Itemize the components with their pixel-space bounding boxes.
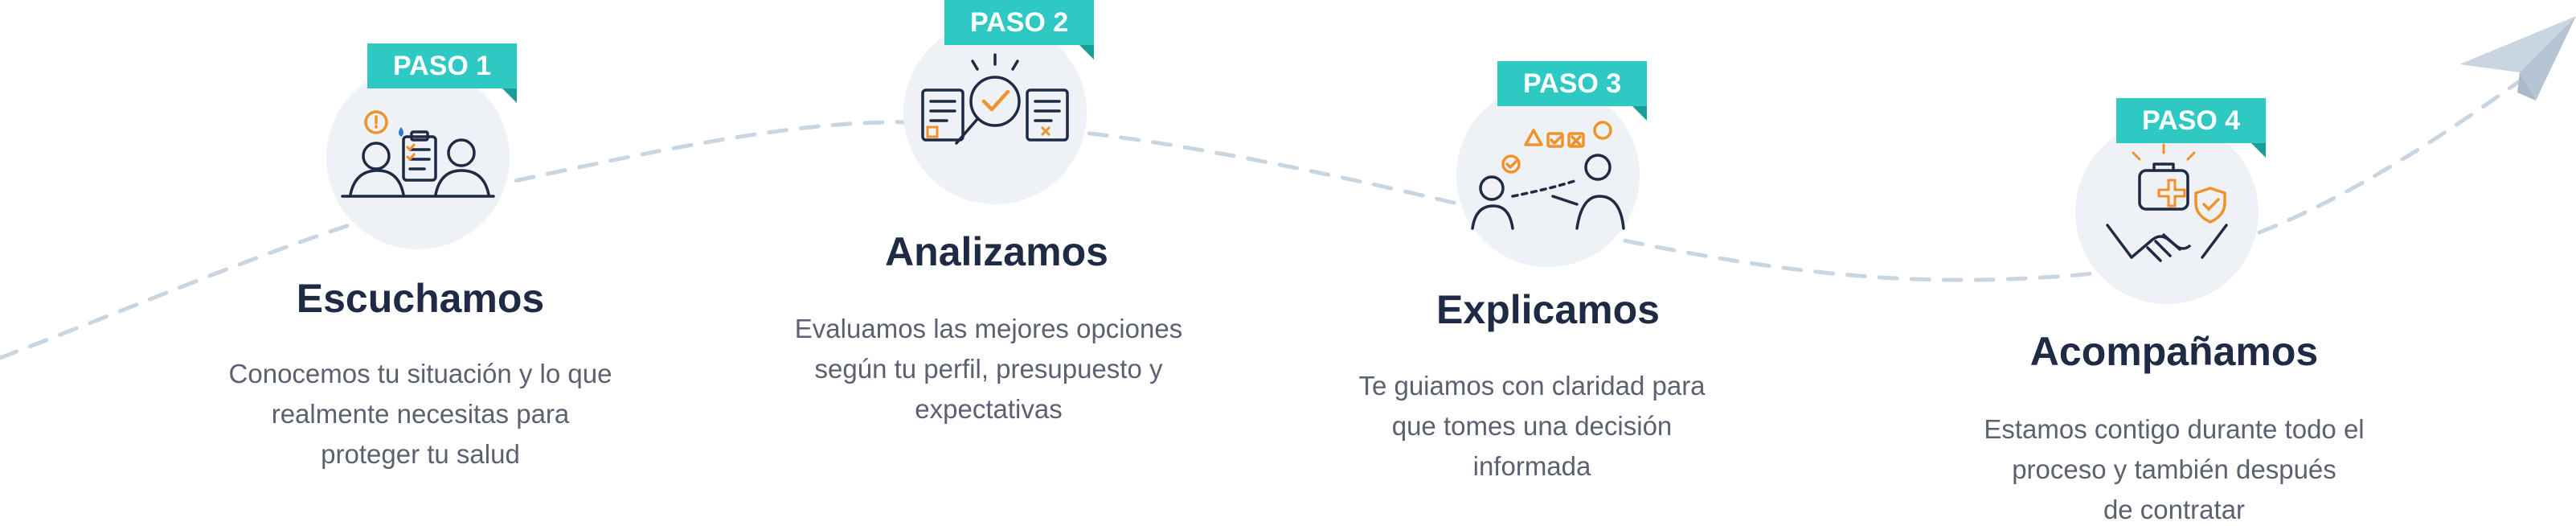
step-4-description-line: Estamos contigo durante todo el [1984, 414, 2365, 444]
step-3-icon-circle [1456, 84, 1640, 267]
step-1-description-line: realmente necesitas para [271, 399, 570, 429]
step-4-description: Estamos contigo durante todo el proceso … [1933, 409, 2415, 526]
explaining-options-icon [1471, 121, 1625, 230]
step-4-description-line: de contratar [2103, 495, 2246, 524]
step-1-badge: PASO 1 [367, 43, 518, 103]
handshake-medical-kit-icon [2106, 143, 2228, 262]
step-2-description-line: según tu perfil, presupuesto y [814, 354, 1163, 384]
step-2-badge: PASO 2 [944, 0, 1095, 60]
step-1-icon-circle [326, 66, 510, 249]
step-1-description-line: proteger tu salud [321, 439, 520, 469]
step-1-title: Escuchamos [296, 276, 545, 321]
step-4-icon-circle [2075, 121, 2259, 304]
listening-consultation-icon [341, 110, 495, 198]
step-2-icon-circle [903, 21, 1087, 204]
step-3-description-line: Te guiamos con claridad para [1358, 371, 1706, 401]
step-3-badge: PASO 3 [1497, 61, 1648, 121]
step-4-description-line: proceso y también después [2012, 454, 2336, 484]
step-4-title: Acompañamos [2029, 329, 2319, 374]
step-2-title: Analizamos [885, 229, 1108, 274]
step-2-description-line: Evaluamos las mejores opciones [794, 314, 1183, 343]
step-3-title: Explicamos [1436, 287, 1660, 332]
magnifier-documents-icon [921, 53, 1069, 145]
step-1-description-line: Conocemos tu situación y lo que [228, 359, 612, 388]
paper-plane-icon [2459, 16, 2576, 101]
step-1-description: Conocemos tu situación y lo que realment… [179, 354, 661, 475]
step-2-description-line: expectativas [915, 394, 1063, 424]
step-3-description: Te guiamos con claridad para que tomes u… [1291, 366, 1773, 487]
step-3-description-line: informada [1472, 451, 1591, 481]
step-3-description-line: que tomes una decisión [1391, 411, 1673, 441]
step-4-badge: PASO 4 [2116, 98, 2267, 158]
step-2-description: Evaluamos las mejores opciones según tu … [747, 309, 1230, 429]
